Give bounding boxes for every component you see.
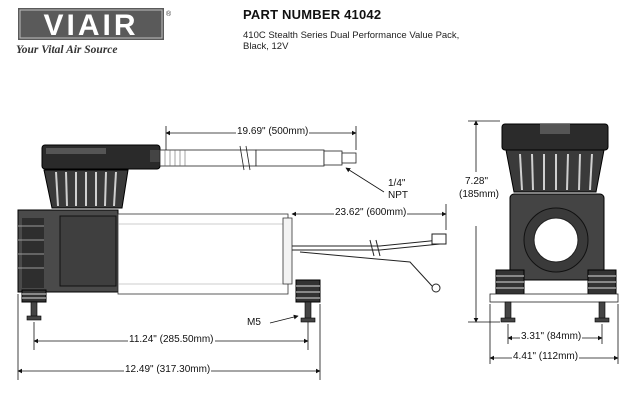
registered-mark: ® [166, 10, 171, 18]
lead-length-label: 23.62" (600mm) [334, 207, 408, 218]
height-label-line-2: (185mm) [458, 189, 501, 200]
brand-tagline: Your Vital Air Source [16, 44, 118, 56]
product-description: 410C Stealth Series Dual Performance Val… [243, 30, 459, 52]
npt-label-line-1: 1/4" [388, 178, 406, 189]
side-outer-width-label: 4.41" (112mm) [512, 351, 580, 362]
overall-length-label: 12.49" (317.30mm) [124, 364, 212, 375]
description-line-2: Black, 12V [243, 41, 289, 52]
npt-label-line-2: NPT [388, 190, 408, 201]
power-lead [292, 233, 447, 293]
viair-logo: VIAIR ® [16, 6, 171, 48]
height-label-line-1: 7.28" [465, 176, 489, 187]
mount-base-label: 11.24" (285.50mm) [128, 334, 215, 345]
bolt-size-label: M5 [247, 317, 261, 328]
logo-text: VIAIR [43, 9, 138, 42]
compressor-front-view [17, 144, 321, 323]
viair-logo-mark: VIAIR ® [18, 8, 171, 42]
hose-length-label: 19.69" (500mm) [236, 126, 310, 137]
part-number-title: PART NUMBER 41042 [243, 7, 382, 22]
side-inner-width-label: 3.31" (84mm) [520, 331, 583, 342]
air-hose [159, 145, 357, 171]
description-line-1: 410C Stealth Series Dual Performance Val… [243, 30, 460, 41]
compressor-side-view [489, 123, 619, 323]
